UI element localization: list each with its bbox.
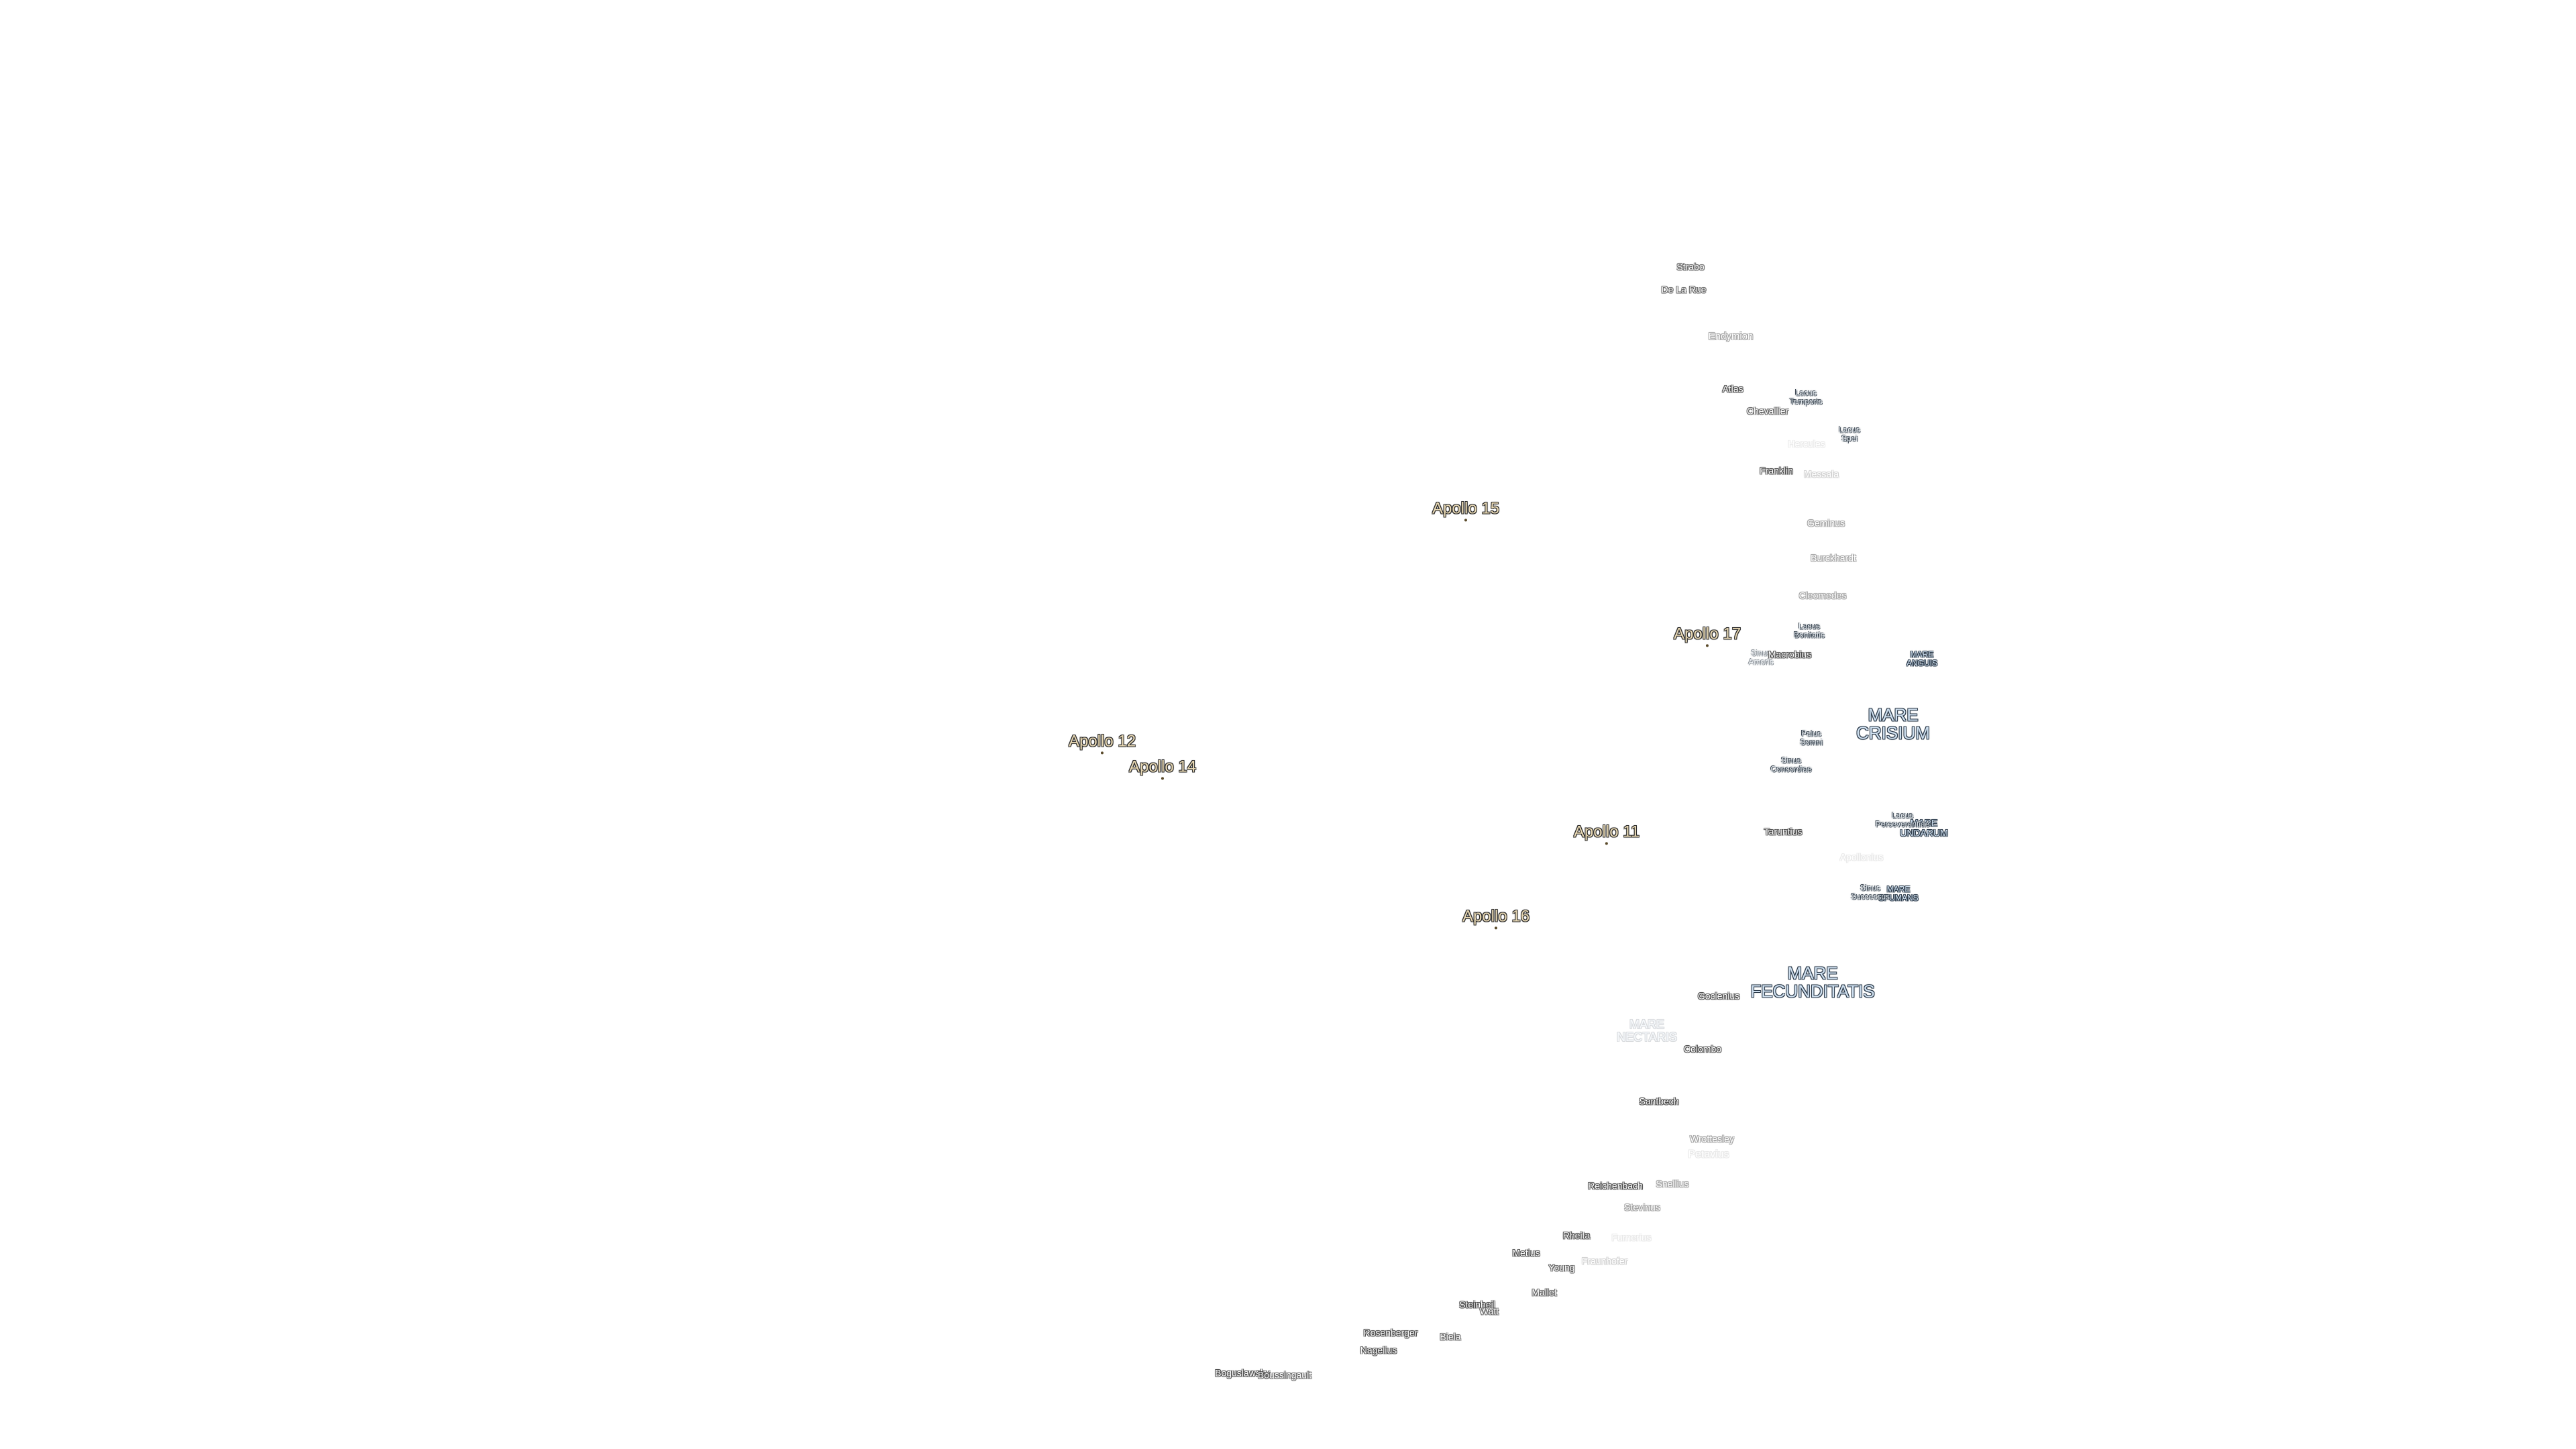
- crater-santbech-label[interactable]: Santbech: [1639, 1095, 1679, 1107]
- mare-crisium-label[interactable]: MARE CRISIUM: [1856, 704, 1930, 743]
- landing-site-marker-icon: [1705, 644, 1709, 647]
- crater-de-la-rue-label[interactable]: De La Rue: [1661, 284, 1707, 295]
- lacus-temporis-label[interactable]: Lacus Temporis: [1789, 388, 1823, 406]
- crater-cleomedes-label[interactable]: Cleomedes: [1799, 590, 1847, 601]
- crater-burckhardt-label[interactable]: Burckhardt: [1811, 552, 1856, 564]
- crater-colombo-label[interactable]: Colombo: [1683, 1043, 1722, 1055]
- crater-stevinus-label[interactable]: Stevinus: [1624, 1201, 1660, 1213]
- crater-steinheil-label[interactable]: Steinheil: [1459, 1299, 1495, 1310]
- crater-messala-label[interactable]: Messala: [1803, 468, 1839, 480]
- lacus-perseverantiae-label[interactable]: Lacus Perseverantiae: [1875, 810, 1930, 828]
- crater-wrottesley-label[interactable]: Wrottesley: [1690, 1133, 1734, 1144]
- landing-site-marker-icon: [1494, 926, 1497, 930]
- crater-biela-label[interactable]: Biela: [1440, 1331, 1461, 1342]
- crater-mallet-label[interactable]: Mallet: [1532, 1287, 1557, 1298]
- mare-nectaris-label[interactable]: MARE NECTARIS: [1617, 1018, 1677, 1044]
- crater-rheita-label[interactable]: Rheita: [1562, 1230, 1591, 1241]
- crater-chevallier-label[interactable]: Chevallier: [1746, 405, 1789, 417]
- crater-goclenius-label[interactable]: Goclenius: [1697, 990, 1740, 1002]
- apollo-16-label[interactable]: Apollo 16: [1462, 907, 1530, 930]
- crater-atlas-label[interactable]: Atlas: [1722, 383, 1743, 394]
- crater-furnerius-label[interactable]: Furnerius: [1611, 1232, 1652, 1243]
- apollo-12-text: Apollo 12: [1068, 732, 1136, 751]
- crater-nagelius-label[interactable]: Nagelius: [1360, 1344, 1397, 1356]
- crater-strabo-label[interactable]: Strabo: [1676, 261, 1705, 272]
- apollo-11-label[interactable]: Apollo 11: [1573, 822, 1640, 845]
- landing-site-marker-icon: [1464, 519, 1467, 522]
- crater-fraunhofer-label[interactable]: Fraunhofer: [1581, 1255, 1628, 1267]
- apollo-17-text: Apollo 17: [1673, 625, 1741, 643]
- apollo-14-label[interactable]: Apollo 14: [1128, 757, 1197, 780]
- crater-geminus-label[interactable]: Geminus: [1807, 517, 1845, 529]
- apollo-15-text: Apollo 15: [1432, 499, 1500, 518]
- sinus-amoris-label[interactable]: Sinus Amoris: [1748, 648, 1774, 666]
- mare-fecunditatis-label[interactable]: MARE FECUNDITATIS: [1750, 963, 1875, 1002]
- crater-boussingault-label[interactable]: Boussingault: [1257, 1369, 1312, 1381]
- mare-spumans-label[interactable]: MARE SPUMANS: [1878, 884, 1919, 902]
- crater-watt-label[interactable]: Watt: [1479, 1305, 1499, 1317]
- apollo-17-label[interactable]: Apollo 17: [1673, 625, 1741, 647]
- landing-site-marker-icon: [1605, 842, 1608, 845]
- apollo-15-label[interactable]: Apollo 15: [1432, 499, 1500, 522]
- lacus-spei-label[interactable]: Lacus Spei: [1838, 425, 1861, 443]
- sinus-concordiae-label[interactable]: Sinus Concordiae: [1770, 755, 1812, 773]
- crater-taruntius-label[interactable]: Taruntius: [1764, 826, 1803, 837]
- apollo-12-label[interactable]: Apollo 12: [1068, 732, 1136, 755]
- crater-reichenbach-label[interactable]: Reichenbach: [1588, 1180, 1643, 1191]
- mare-anguis-label[interactable]: MARE ANGUIS: [1906, 649, 1937, 667]
- apollo-14-text: Apollo 14: [1128, 757, 1197, 776]
- crater-rosenberger-label[interactable]: Rosenberger: [1363, 1327, 1418, 1338]
- landing-site-marker-icon: [1161, 777, 1164, 780]
- lacus-bonitatis-label[interactable]: Lacus Bonitatis: [1793, 621, 1825, 639]
- sinus-successus-label[interactable]: Sinus Successus: [1850, 883, 1890, 901]
- mare-undarum-label[interactable]: MARE UNDARUM: [1900, 817, 1948, 838]
- crater-macrobius-label[interactable]: Macrobius: [1768, 649, 1812, 660]
- crater-boguslawsky-label[interactable]: Boguslawsky: [1215, 1367, 1270, 1379]
- crater-endymion-label[interactable]: Endymion: [1708, 331, 1754, 343]
- landing-site-marker-icon: [1100, 751, 1104, 755]
- crater-snellius-label[interactable]: Snellius: [1656, 1178, 1689, 1189]
- crater-petavius-label[interactable]: Petavius: [1688, 1148, 1729, 1161]
- crater-metius-label[interactable]: Metius: [1512, 1247, 1540, 1258]
- crater-hercules-label[interactable]: Hercules: [1788, 438, 1825, 449]
- apollo-11-text: Apollo 11: [1573, 822, 1640, 841]
- crater-apollonius-label[interactable]: Apollonius: [1839, 851, 1884, 863]
- crater-franklin-label[interactable]: Franklin: [1760, 465, 1793, 476]
- apollo-16-text: Apollo 16: [1462, 907, 1530, 926]
- crater-young-label[interactable]: Young: [1548, 1262, 1575, 1273]
- palus-somni-label[interactable]: Palus Somni: [1799, 729, 1823, 747]
